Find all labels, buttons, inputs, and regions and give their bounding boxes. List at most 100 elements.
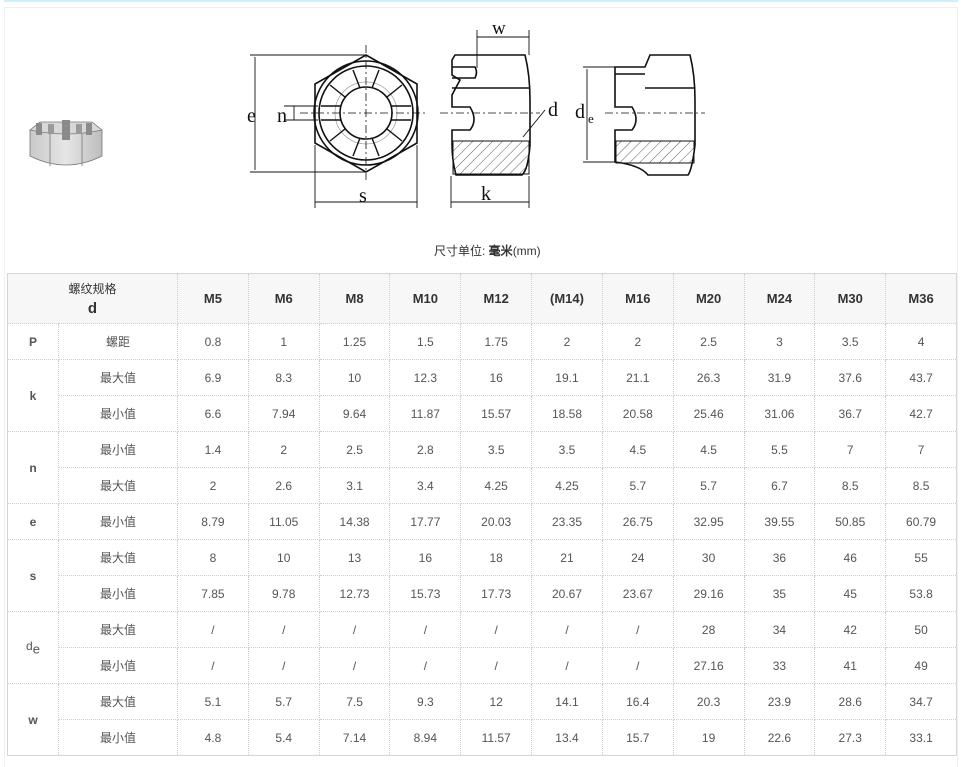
value-cell: / [177,611,249,648]
value-cell: 17.77 [389,503,462,540]
value-cell: 20.3 [672,683,745,720]
value-cell: 29.16 [672,575,745,612]
size-header: M20 [672,273,745,324]
value-cell: 20.67 [531,575,603,612]
value-cell: 39.55 [743,503,816,540]
svg-text:d: d [548,99,558,121]
symbol-cell-P: P [7,323,59,360]
value-cell: 23.9 [743,683,816,720]
value-cell: 6.7 [743,467,816,504]
value-cell: 9.3 [389,683,462,720]
limit-label: 最大值 [57,683,179,720]
value-cell: / [247,647,320,684]
size-header: M16 [601,273,674,324]
value-cell: / [531,647,603,684]
value-cell: 8.79 [177,503,249,540]
value-cell: 3.5 [460,431,533,468]
value-cell: 5.7 [247,683,320,720]
value-cell: 18.58 [531,395,603,432]
value-cell: 60.79 [885,503,957,540]
value-cell: / [177,647,249,684]
value-cell: 36 [743,539,816,576]
value-cell: 23.67 [601,575,674,612]
value-cell: 35 [743,575,816,612]
value-cell: 27.16 [672,647,745,684]
limit-label: 最小值 [57,647,179,684]
value-cell: 33 [743,647,816,684]
value-cell: 4.25 [460,467,533,504]
limit-label: 最大值 [57,467,179,504]
value-cell: 2.5 [672,323,745,360]
value-cell: 32.95 [672,503,745,540]
value-cell: 7.5 [318,683,391,720]
value-cell: 25.46 [672,395,745,432]
value-cell: 7 [814,431,887,468]
castle-nut-photo [29,120,103,166]
value-cell: 42 [814,611,887,648]
value-cell: 33.1 [885,719,957,756]
value-cell: 2 [531,323,603,360]
value-cell: 10 [247,539,320,576]
value-cell: / [318,647,391,684]
value-cell: 12.3 [389,359,462,396]
value-cell: 28.6 [814,683,887,720]
value-cell: 15.7 [601,719,674,756]
value-cell: 20.58 [601,395,674,432]
value-cell: 36.7 [814,395,887,432]
value-cell: 1.5 [389,323,462,360]
value-cell: 1.25 [318,323,391,360]
value-cell: 7.94 [247,395,320,432]
value-cell: 3 [743,323,816,360]
top-accent-bar [4,0,958,2]
value-cell: 11.57 [460,719,533,756]
value-cell: 16.4 [601,683,674,720]
value-cell: 7 [885,431,957,468]
value-cell: 5.1 [177,683,249,720]
value-cell: 5.5 [743,431,816,468]
value-cell: 30 [672,539,745,576]
limit-label: 最小值 [57,395,179,432]
value-cell: 28 [672,611,745,648]
value-cell: 8.5 [885,467,957,504]
value-cell: 4.5 [601,431,674,468]
value-cell: 13.4 [531,719,603,756]
value-cell: 18 [460,539,533,576]
value-cell: 5.4 [247,719,320,756]
limit-label: 最大值 [57,539,179,576]
value-cell: / [531,611,603,648]
value-cell: 15.57 [460,395,533,432]
size-header: M24 [743,273,816,324]
size-header: M8 [318,273,391,324]
value-cell: 16 [389,539,462,576]
size-header: M6 [247,273,320,324]
svg-text:d: d [575,101,585,123]
value-cell: 12 [460,683,533,720]
dimension-spec-table: 螺纹规格 d M5 M6 M8 M10 M12 (M14) M16 M20 M2… [6,273,957,756]
value-cell: 15.73 [389,575,462,612]
value-cell: 2.6 [247,467,320,504]
value-cell: 16 [460,359,533,396]
value-cell: 46 [814,539,887,576]
value-cell: 5.7 [601,467,674,504]
value-cell: / [318,611,391,648]
limit-label: 最小值 [57,503,179,540]
svg-text:k: k [481,183,491,205]
value-cell: 20.03 [460,503,533,540]
value-cell: 7.14 [318,719,391,756]
thread-spec-header: 螺纹规格 d [6,273,179,324]
value-cell: 6.9 [177,359,249,396]
value-cell: 1 [247,323,320,360]
symbol-cell-k: k [7,359,59,432]
value-cell: 43.7 [885,359,957,396]
size-header: M12 [460,273,533,324]
value-cell: / [601,647,674,684]
value-cell: 5.7 [672,467,745,504]
value-cell: 9.64 [318,395,391,432]
limit-label: 最小值 [57,575,179,612]
limit-label: 最大值 [57,611,179,648]
svg-text:e: e [588,111,594,126]
value-cell: 4.8 [177,719,249,756]
